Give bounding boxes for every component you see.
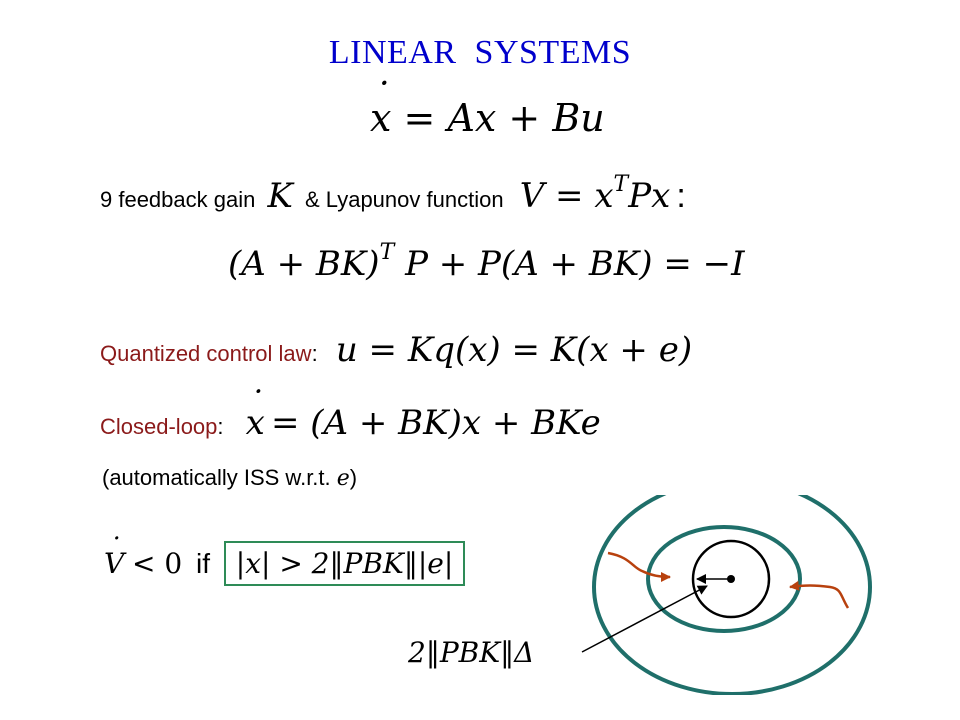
lyapunov-function-rhs: Px [628, 176, 671, 216]
inner-level-set [646, 525, 802, 633]
less-than-zero: < 0 [132, 547, 183, 580]
if-word: if [195, 548, 210, 579]
outer-level-set [592, 495, 872, 695]
feedback-middle: & Lyapunov function [305, 187, 504, 212]
lyap-eq-sup: T [379, 240, 395, 265]
lyapunov-equation: (A + BK)T P + P(A + BK) = −I [228, 240, 745, 284]
slide-title: LINEAR SYSTEMS [0, 34, 960, 72]
closed-loop-label: Closed-loop [100, 414, 218, 439]
iss-note: (automatically ISS w.r.t. e) [102, 465, 357, 491]
label-pointer-arrow [581, 585, 708, 653]
lyapunov-function-lhs: V = x [519, 176, 614, 216]
trajectory-left-arrow [607, 551, 671, 582]
lyapunov-decrease-condition: V < 0 if |x| > 2‖PBK‖|e| [104, 532, 466, 586]
quantized-label: Quantized control law [100, 341, 312, 366]
quantized-control-line: Quantized control law: u = Kq(x) = K(x +… [100, 330, 692, 370]
iss-note-open: (automatically ISS w.r.t. [102, 465, 331, 490]
closed-loop-x-dot: x [246, 384, 265, 443]
iss-note-close: ) [349, 465, 358, 490]
x-dot-symbol: x [370, 75, 392, 140]
lyap-eq-right: P + P(A + BK) = −I [405, 244, 745, 284]
trajectory-right-arrow [789, 580, 850, 609]
v-dot-symbol: V [104, 532, 124, 580]
dynamics-equation: x = Ax + Bu [370, 75, 605, 140]
ball-circle [691, 539, 771, 619]
radius-label: 2‖PBK‖Δ [408, 636, 535, 669]
title-word-linear: LINEAR [328, 34, 457, 71]
closed-loop-line: Closed-loop: x = (A + BK)x + BKe [100, 384, 601, 443]
quantized-formula: u = Kq(x) = K(x + e) [335, 330, 693, 370]
quantized-colon: : [311, 341, 318, 366]
closed-loop-colon: : [217, 414, 224, 439]
closed-loop-formula: = (A + BK)x + BKe [270, 403, 601, 443]
feedback-colon: : [676, 177, 686, 215]
iss-note-var: e [336, 466, 350, 491]
condition-box: |x| > 2‖PBK‖|e| [223, 541, 466, 586]
lyap-eq-left: (A + BK) [228, 244, 380, 284]
feedback-line: 9 feedback gain K & Lyapunov function V … [100, 172, 686, 216]
level-set-diagram [581, 495, 872, 695]
transpose-superscript: T [613, 172, 629, 197]
gain-symbol: K [267, 176, 293, 216]
title-word-systems: SYSTEMS [474, 34, 632, 71]
dynamics-rhs: = Ax + Bu [403, 96, 605, 140]
feedback-prefix: 9 feedback gain [100, 187, 256, 212]
